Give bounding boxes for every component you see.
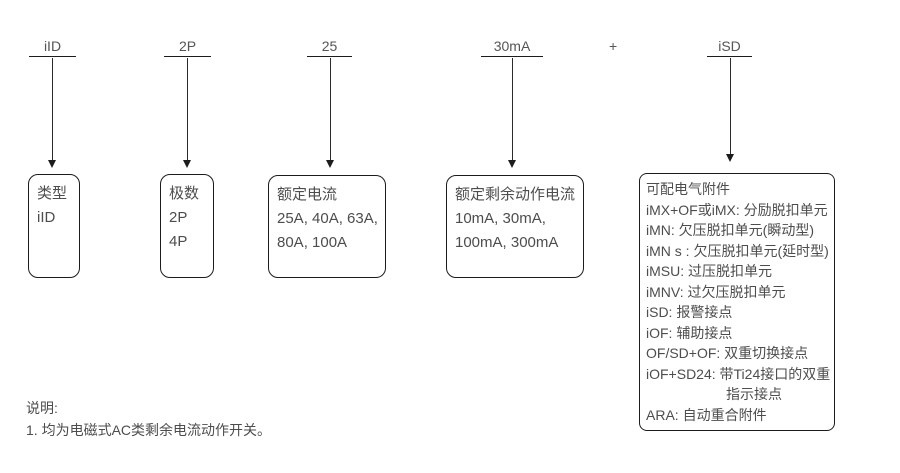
notes-item: 1. 均为电磁式AC类剩余电流动作开关。: [26, 422, 272, 438]
accessory-line: iMN: 欠压脱扣单元(瞬动型): [646, 222, 814, 238]
code-label-type: iID: [43, 38, 62, 54]
arrow-head-icon: [508, 160, 516, 168]
accessory-line: iMSU: 过压脱扣单元: [646, 263, 772, 279]
arrow-line-residual-current: [511, 58, 513, 160]
rated-current-box: 额定电流 25A, 40A, 63A, 80A, 100A: [268, 175, 386, 278]
arrow-line-type: [51, 58, 53, 160]
code-label-poles: 2P: [178, 38, 197, 54]
accessory-line: ARA: 自动重合附件: [646, 406, 767, 423]
accessory-line: iSD: 报警接点: [646, 304, 733, 320]
accessory-line-continuation: 指示接点: [726, 386, 782, 402]
residual-current-box-value: 10mA, 30mA,: [455, 210, 546, 227]
notes: 说明: 1. 均为电磁式AC类剩余电流动作开关。: [26, 397, 271, 441]
residual-current-box-value: 100mA, 300mA: [455, 234, 559, 251]
arrow-head-icon: [726, 154, 734, 162]
type-box-value: iID: [37, 209, 56, 226]
arrow-head-icon: [48, 160, 56, 168]
accessory-line: iMN s : 欠压脱扣单元(延时型): [646, 242, 829, 259]
plus-separator: +: [609, 38, 618, 54]
code-underline-accessory: [707, 56, 752, 57]
accessory-line: iMNV: 过欠压脱扣单元: [646, 283, 786, 300]
type-box-title: 类型: [37, 185, 68, 202]
arrow-head-icon: [183, 160, 191, 168]
code-label-rated-current: 25: [321, 38, 338, 54]
residual-current-box-title: 额定剩余动作电流: [455, 186, 576, 203]
accessory-line: OF/SD+OF: 双重切换接点: [646, 345, 809, 361]
accessory-line: iMX+OF或iMX: 分励脱扣单元: [646, 201, 828, 218]
rated-current-box-title: 额定电流: [277, 186, 338, 203]
residual-current-box: 额定剩余动作电流 10mA, 30mA, 100mA, 300mA: [446, 175, 584, 278]
poles-box: 极数 2P 4P: [160, 174, 214, 278]
code-label-accessory: iSD: [718, 38, 741, 54]
type-box: 类型 iID: [28, 174, 80, 278]
accessory-line: iOF: 辅助接点: [646, 324, 733, 341]
code-label-residual-current: 30mA: [493, 38, 531, 54]
code-underline-type: [29, 56, 76, 57]
arrow-head-icon: [326, 160, 334, 168]
rated-current-box-value: 25A, 40A, 63A,: [277, 210, 378, 227]
poles-box-value: 2P: [169, 209, 188, 226]
accessory-line: iOF+SD24: 带Ti24接口的双重: [646, 365, 831, 382]
poles-box-title: 极数: [169, 185, 200, 202]
notes-heading: 说明:: [26, 400, 58, 416]
arrow-line-rated-current: [329, 58, 331, 160]
accessories-box: 可配电气附件 iMX+OF或iMX: 分励脱扣单元 iMN: 欠压脱扣单元(瞬动…: [639, 173, 835, 431]
rated-current-box-value: 80A, 100A: [277, 234, 348, 251]
code-underline-residual-current: [481, 56, 543, 57]
arrow-line-poles: [186, 58, 188, 160]
poles-box-value: 4P: [169, 233, 188, 250]
code-underline-rated-current: [307, 56, 352, 57]
accessories-box-title: 可配电气附件: [646, 181, 730, 197]
arrow-line-accessory: [729, 58, 731, 154]
code-underline-poles: [164, 56, 211, 57]
